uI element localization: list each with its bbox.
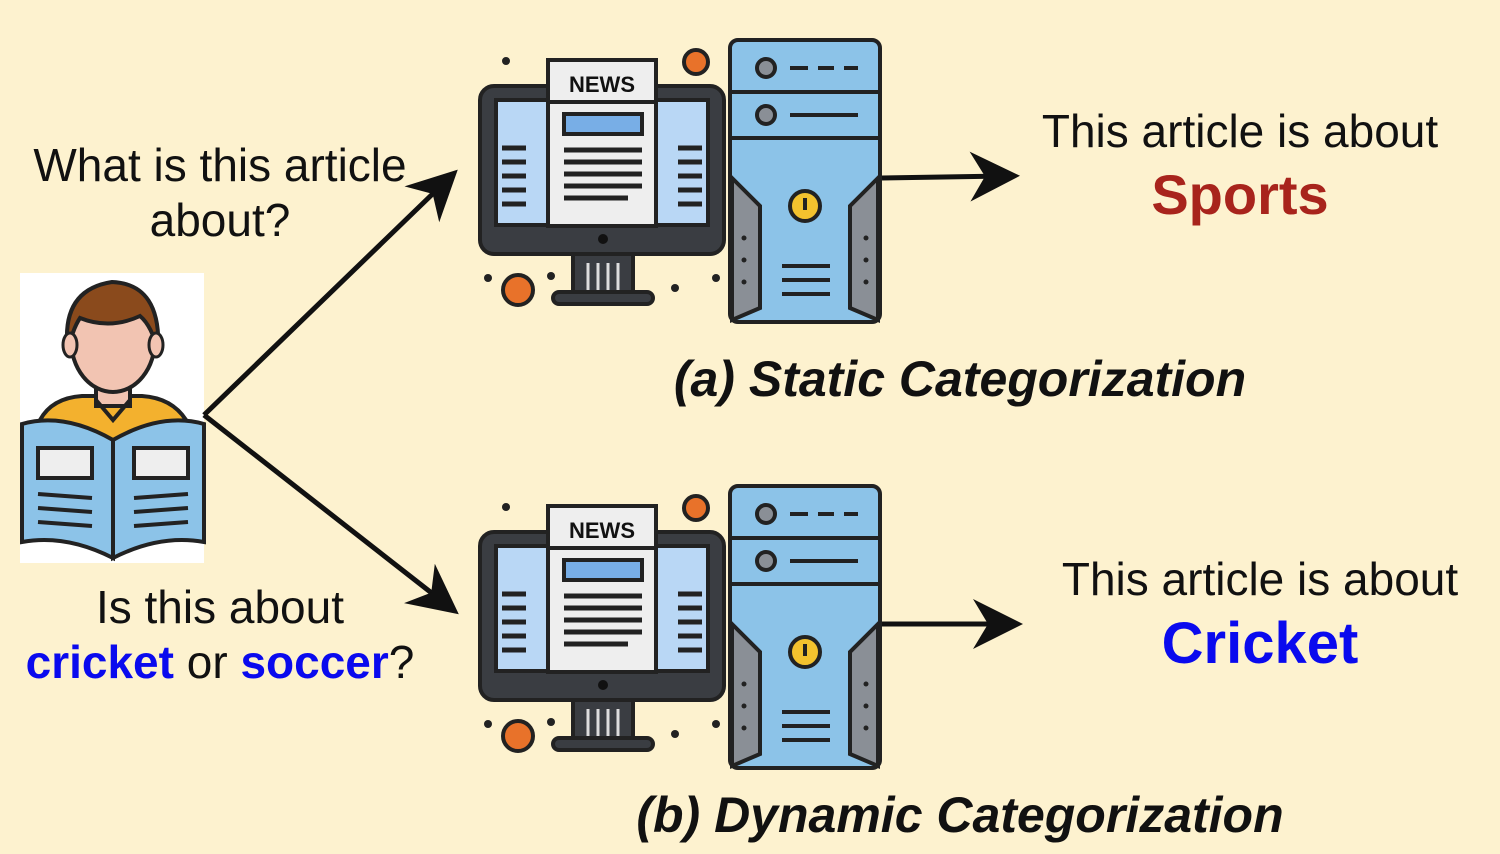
question-bottom-line2: cricket or soccer? bbox=[0, 635, 440, 690]
arrow-to-static bbox=[202, 169, 458, 417]
soccer-term: soccer bbox=[240, 636, 389, 689]
news-label-static: NEWS bbox=[569, 72, 635, 97]
static-caption: (a) Static Categorization bbox=[673, 351, 1247, 407]
question-top: What is this article about? bbox=[0, 138, 440, 248]
question-top-line1: What is this article bbox=[33, 139, 407, 191]
news-label-dynamic: NEWS bbox=[569, 518, 635, 543]
arrow-to-dynamic bbox=[202, 413, 459, 615]
static-answer-block: This article is about Sports bbox=[1010, 104, 1470, 228]
dynamic-answer-line: This article is about bbox=[1061, 553, 1459, 605]
or-connector: or bbox=[173, 636, 241, 689]
dynamic-caption: (b) Dynamic Categorization bbox=[636, 787, 1284, 843]
question-bottom-line1: Is this about bbox=[95, 581, 345, 633]
arrow-static-output bbox=[881, 151, 1020, 202]
dynamic-answer: Cricket bbox=[1161, 611, 1359, 677]
static-answer: Sports bbox=[1151, 163, 1329, 227]
static-workstation-icon bbox=[480, 40, 880, 322]
dynamic-answer-block: This article is about Cricket bbox=[1030, 552, 1490, 679]
cricket-term: cricket bbox=[25, 636, 174, 689]
dynamic-workstation-icon bbox=[480, 486, 880, 768]
reader-icon bbox=[20, 273, 206, 563]
question-top-line2: about? bbox=[149, 194, 291, 247]
question-bottom: Is this about cricket or soccer? bbox=[0, 580, 440, 690]
question-mark: ? bbox=[388, 636, 415, 689]
static-answer-line: This article is about bbox=[1041, 105, 1439, 157]
